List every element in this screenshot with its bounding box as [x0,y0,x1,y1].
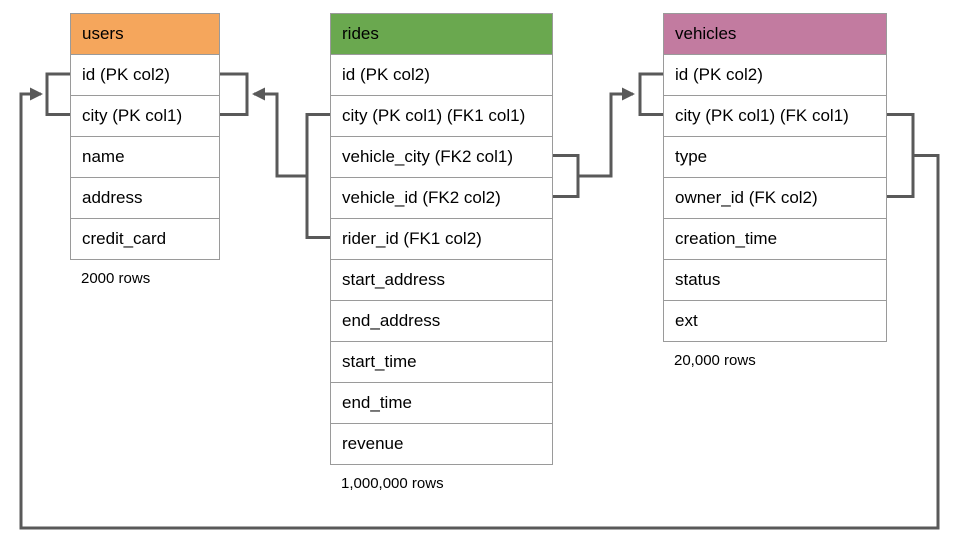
table-row: end_address [331,300,552,341]
vehicles-pk-left-bracket [638,72,663,116]
table-row: start_time [331,341,552,382]
table-row: id (PK col2) [664,54,886,95]
table-title-vehicles: vehicles [664,14,886,54]
table-title-rides: rides [331,14,552,54]
rides-fk2-bracket [553,154,580,198]
users-pk-right-bracket [220,72,249,116]
table-row: creation_time [664,218,886,259]
table-row: id (PK col2) [331,54,552,95]
table-row: vehicle_id (FK2 col2) [331,177,552,218]
row-count-vehicles: 20,000 rows [674,352,756,369]
table-row: vehicle_city (FK2 col1) [331,136,552,177]
table-users: users id (PK col2) city (PK col1) name a… [70,13,220,287]
table-row: start_address [331,259,552,300]
table-row: ext [664,300,886,341]
table-rides: rides id (PK col2) city (PK col1) (FK1 c… [330,13,553,492]
rides-to-vehicles-arrow [578,87,635,178]
table-row: id (PK col2) [71,54,219,95]
table-title-users: users [71,14,219,54]
table-row: city (PK col1) (FK col1) [664,95,886,136]
connector-rides-to-vehicles [553,72,663,198]
connector-vehicles-to-users [19,72,940,530]
table-row: revenue [331,423,552,464]
table-row: name [71,136,219,177]
users-pk-left-bracket [45,72,70,116]
table-row: city (PK col1) (FK1 col1) [331,95,552,136]
row-count-rides: 1,000,000 rows [341,475,444,492]
table-vehicles: vehicles id (PK col2) city (PK col1) (FK… [663,13,887,369]
table-row: address [71,177,219,218]
table-row: rider_id (FK1 col2) [331,218,552,259]
table-row: end_time [331,382,552,423]
vehicles-fk-bracket [887,113,915,198]
table-row: status [664,259,886,300]
vehicles-to-users-arrow [19,87,940,530]
connector-rides-to-users [220,72,330,239]
table-row: owner_id (FK col2) [664,177,886,218]
table-row: city (PK col1) [71,95,219,136]
rides-fk1-bracket [305,113,330,239]
rides-to-users-arrow [252,87,307,178]
row-count-users: 2000 rows [81,270,151,287]
table-row: type [664,136,886,177]
table-row: credit_card [71,218,219,259]
